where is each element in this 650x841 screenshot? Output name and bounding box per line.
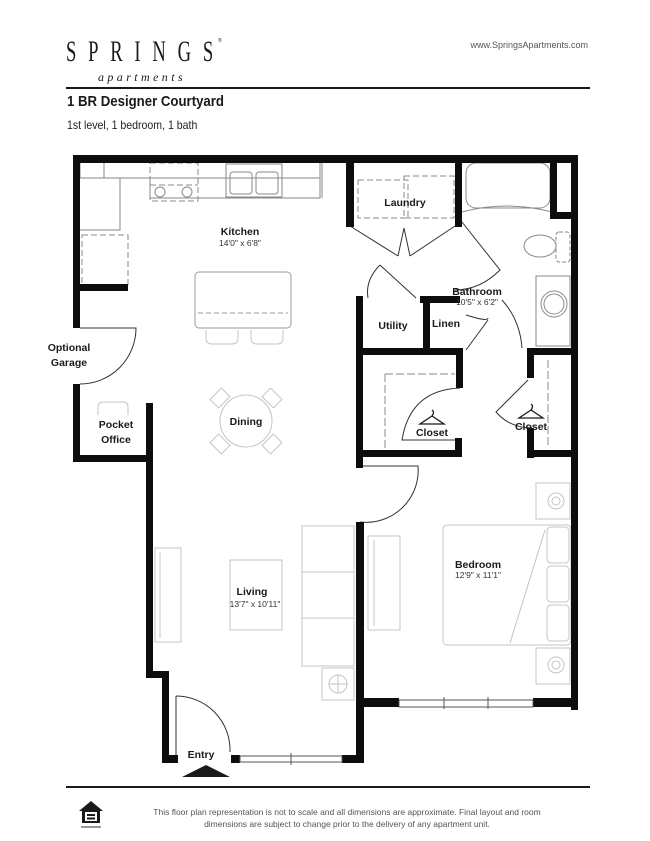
dim-living: 13'7" x 10'11" <box>230 599 281 609</box>
label-kitchen: Kitchen <box>221 226 260 238</box>
springs-logo: SPRINGS ® apartments <box>66 36 236 85</box>
plan-title: 1 BR Designer Courtyard <box>67 93 224 110</box>
entry-arrow-icon <box>182 765 230 777</box>
windows <box>239 697 534 765</box>
label-closet-1: Closet <box>416 427 449 439</box>
header-divider <box>66 87 590 89</box>
label-garage: Garage <box>51 357 87 369</box>
walls <box>73 155 578 763</box>
label-office: Office <box>101 434 131 446</box>
label-laundry: Laundry <box>384 197 426 209</box>
label-living: Living <box>237 586 268 598</box>
label-optional: Optional <box>48 342 91 354</box>
website-link[interactable]: www.SpringsApartments.com <box>470 40 588 50</box>
bedroom-door-swing <box>359 465 419 523</box>
entry-door-swing <box>175 695 231 758</box>
door-swings <box>79 221 533 758</box>
furniture-layer <box>97 271 572 701</box>
label-bathroom: Bathroom <box>452 286 502 298</box>
dim-bedroom: 12'9" x 11'1" <box>455 570 501 580</box>
dim-kitchen: 14'0" x 6'8" <box>219 238 261 248</box>
label-utility: Utility <box>378 320 407 332</box>
hanger-icon <box>516 403 546 419</box>
logo-subtitle: apartments <box>98 70 186 84</box>
equal-housing-opportunity-icon <box>79 801 103 828</box>
plan-subtitle: 1st level, 1 bedroom, 1 bath <box>67 118 198 132</box>
footer-divider <box>66 786 590 788</box>
label-dining: Dining <box>230 416 263 428</box>
room-labels: Kitchen 14'0" x 6'8" Laundry Bathroom 10… <box>48 197 548 761</box>
label-closet-2: Closet <box>515 421 548 433</box>
label-pocket: Pocket <box>99 419 134 431</box>
hanger-icon <box>417 409 447 425</box>
garage-door-swing <box>79 327 137 385</box>
registered-mark: ® <box>218 38 222 44</box>
dining-table <box>219 394 273 448</box>
label-bedroom: Bedroom <box>455 559 501 571</box>
disclaimer-line-1: This floor plan representation is not to… <box>153 807 541 817</box>
disclaimer-text: This floor plan representation is not to… <box>112 806 582 830</box>
fixtures-layer <box>79 162 571 448</box>
hanger-icons <box>417 403 546 425</box>
label-linen: Linen <box>432 318 460 330</box>
dim-bathroom: 10'5" x 6'2" <box>456 297 498 307</box>
label-entry: Entry <box>188 749 215 761</box>
disclaimer-line-2: dimensions are subject to change prior t… <box>204 819 490 829</box>
